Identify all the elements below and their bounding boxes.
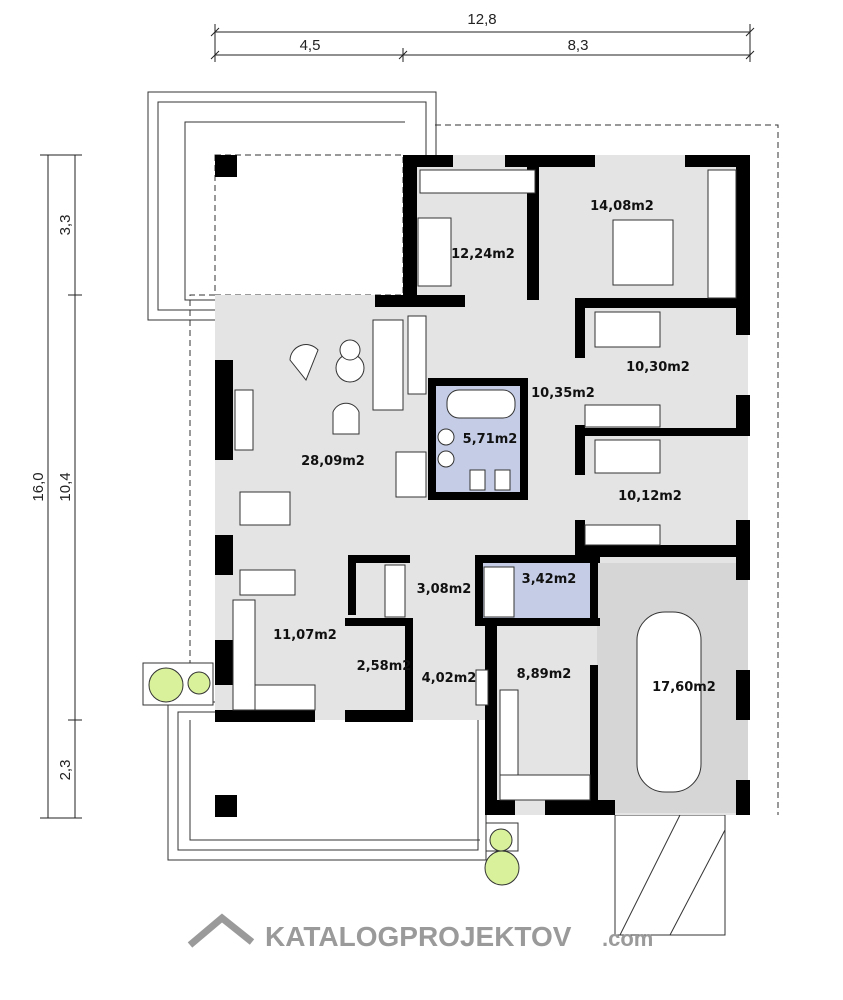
- bed-icon: [594, 439, 661, 474]
- furniture: [232, 169, 737, 801]
- room-area-wc: 3,42m2: [522, 572, 577, 587]
- plant-icon: [484, 850, 520, 886]
- tv-icon: [234, 389, 254, 451]
- shower-icon: [483, 566, 515, 618]
- bed-icon: [594, 311, 661, 348]
- kitchen-island-icon: [239, 569, 296, 596]
- plant-icon: [148, 667, 184, 703]
- room-labels: 12,24m2 14,08m2 10,30m2 10,35m2 5,71m2 2…: [273, 199, 716, 695]
- wardrobe-icon: [584, 404, 661, 428]
- wardrobe-icon: [707, 169, 737, 299]
- dimension-total-depth: 16,0: [30, 472, 47, 501]
- cabinet-icon: [384, 564, 406, 618]
- house-roof-icon: [187, 913, 255, 948]
- room-area-pantry: 2,58m2: [357, 659, 412, 674]
- bed-icon: [417, 217, 452, 287]
- room-area-entry: 3,08m2: [417, 582, 472, 597]
- room-area-vestibule: 4,02m2: [422, 671, 477, 686]
- dimension-bottom-depth: 2,3: [57, 760, 74, 781]
- left-dimensions: [40, 154, 82, 819]
- sink-icon: [437, 450, 455, 468]
- dimension-left-width: 4,5: [300, 37, 321, 54]
- room-area-bedroom-2: 10,30m2: [626, 360, 690, 375]
- room-area-master-bedroom: 14,08m2: [590, 199, 654, 214]
- watermark-brand: KATALOGPROJEKTOV: [265, 921, 572, 952]
- room-area-kitchen: 11,07m2: [273, 628, 337, 643]
- double-bed-icon: [612, 219, 674, 286]
- room-area-hall: 10,35m2: [531, 386, 595, 401]
- terrace-columns: [215, 155, 237, 817]
- dining-table-icon: [239, 491, 291, 526]
- armchair-icon: [289, 344, 319, 381]
- room-area-utility: 8,89m2: [517, 667, 572, 682]
- room-area-garage: 17,60m2: [652, 680, 716, 695]
- sink-icon: [437, 428, 455, 446]
- bidet-icon: [494, 469, 511, 491]
- plants: [142, 662, 520, 886]
- wardrobe-icon: [584, 524, 661, 546]
- room-area-bathroom: 5,71m2: [463, 432, 518, 447]
- plant-icon: [187, 671, 211, 695]
- sofa-icon: [372, 319, 404, 411]
- dimension-top-depth: 3,3: [57, 215, 74, 236]
- room-area-bedroom-3: 10,12m2: [618, 489, 682, 504]
- car-icon: [636, 611, 702, 793]
- top-dimensions: [210, 24, 755, 62]
- bathtub-icon: [446, 389, 516, 419]
- watermark-logo: KATALOGPROJEKTOV .com: [187, 913, 653, 952]
- walls: [215, 155, 750, 815]
- dimension-middle-depth: 10,4: [57, 472, 74, 501]
- room-area-bedroom-1: 12,24m2: [451, 247, 515, 262]
- kitchen-counter-icon: [232, 599, 256, 711]
- dimension-total-width: 12,8: [467, 11, 496, 28]
- dimension-right-width: 8,3: [568, 37, 589, 54]
- plant-icon: [489, 828, 513, 852]
- room-area-living: 28,09m2: [301, 454, 365, 469]
- armchair-icon: [332, 402, 360, 435]
- watermark-suffix: .com: [602, 926, 653, 951]
- toilet-icon: [469, 469, 486, 491]
